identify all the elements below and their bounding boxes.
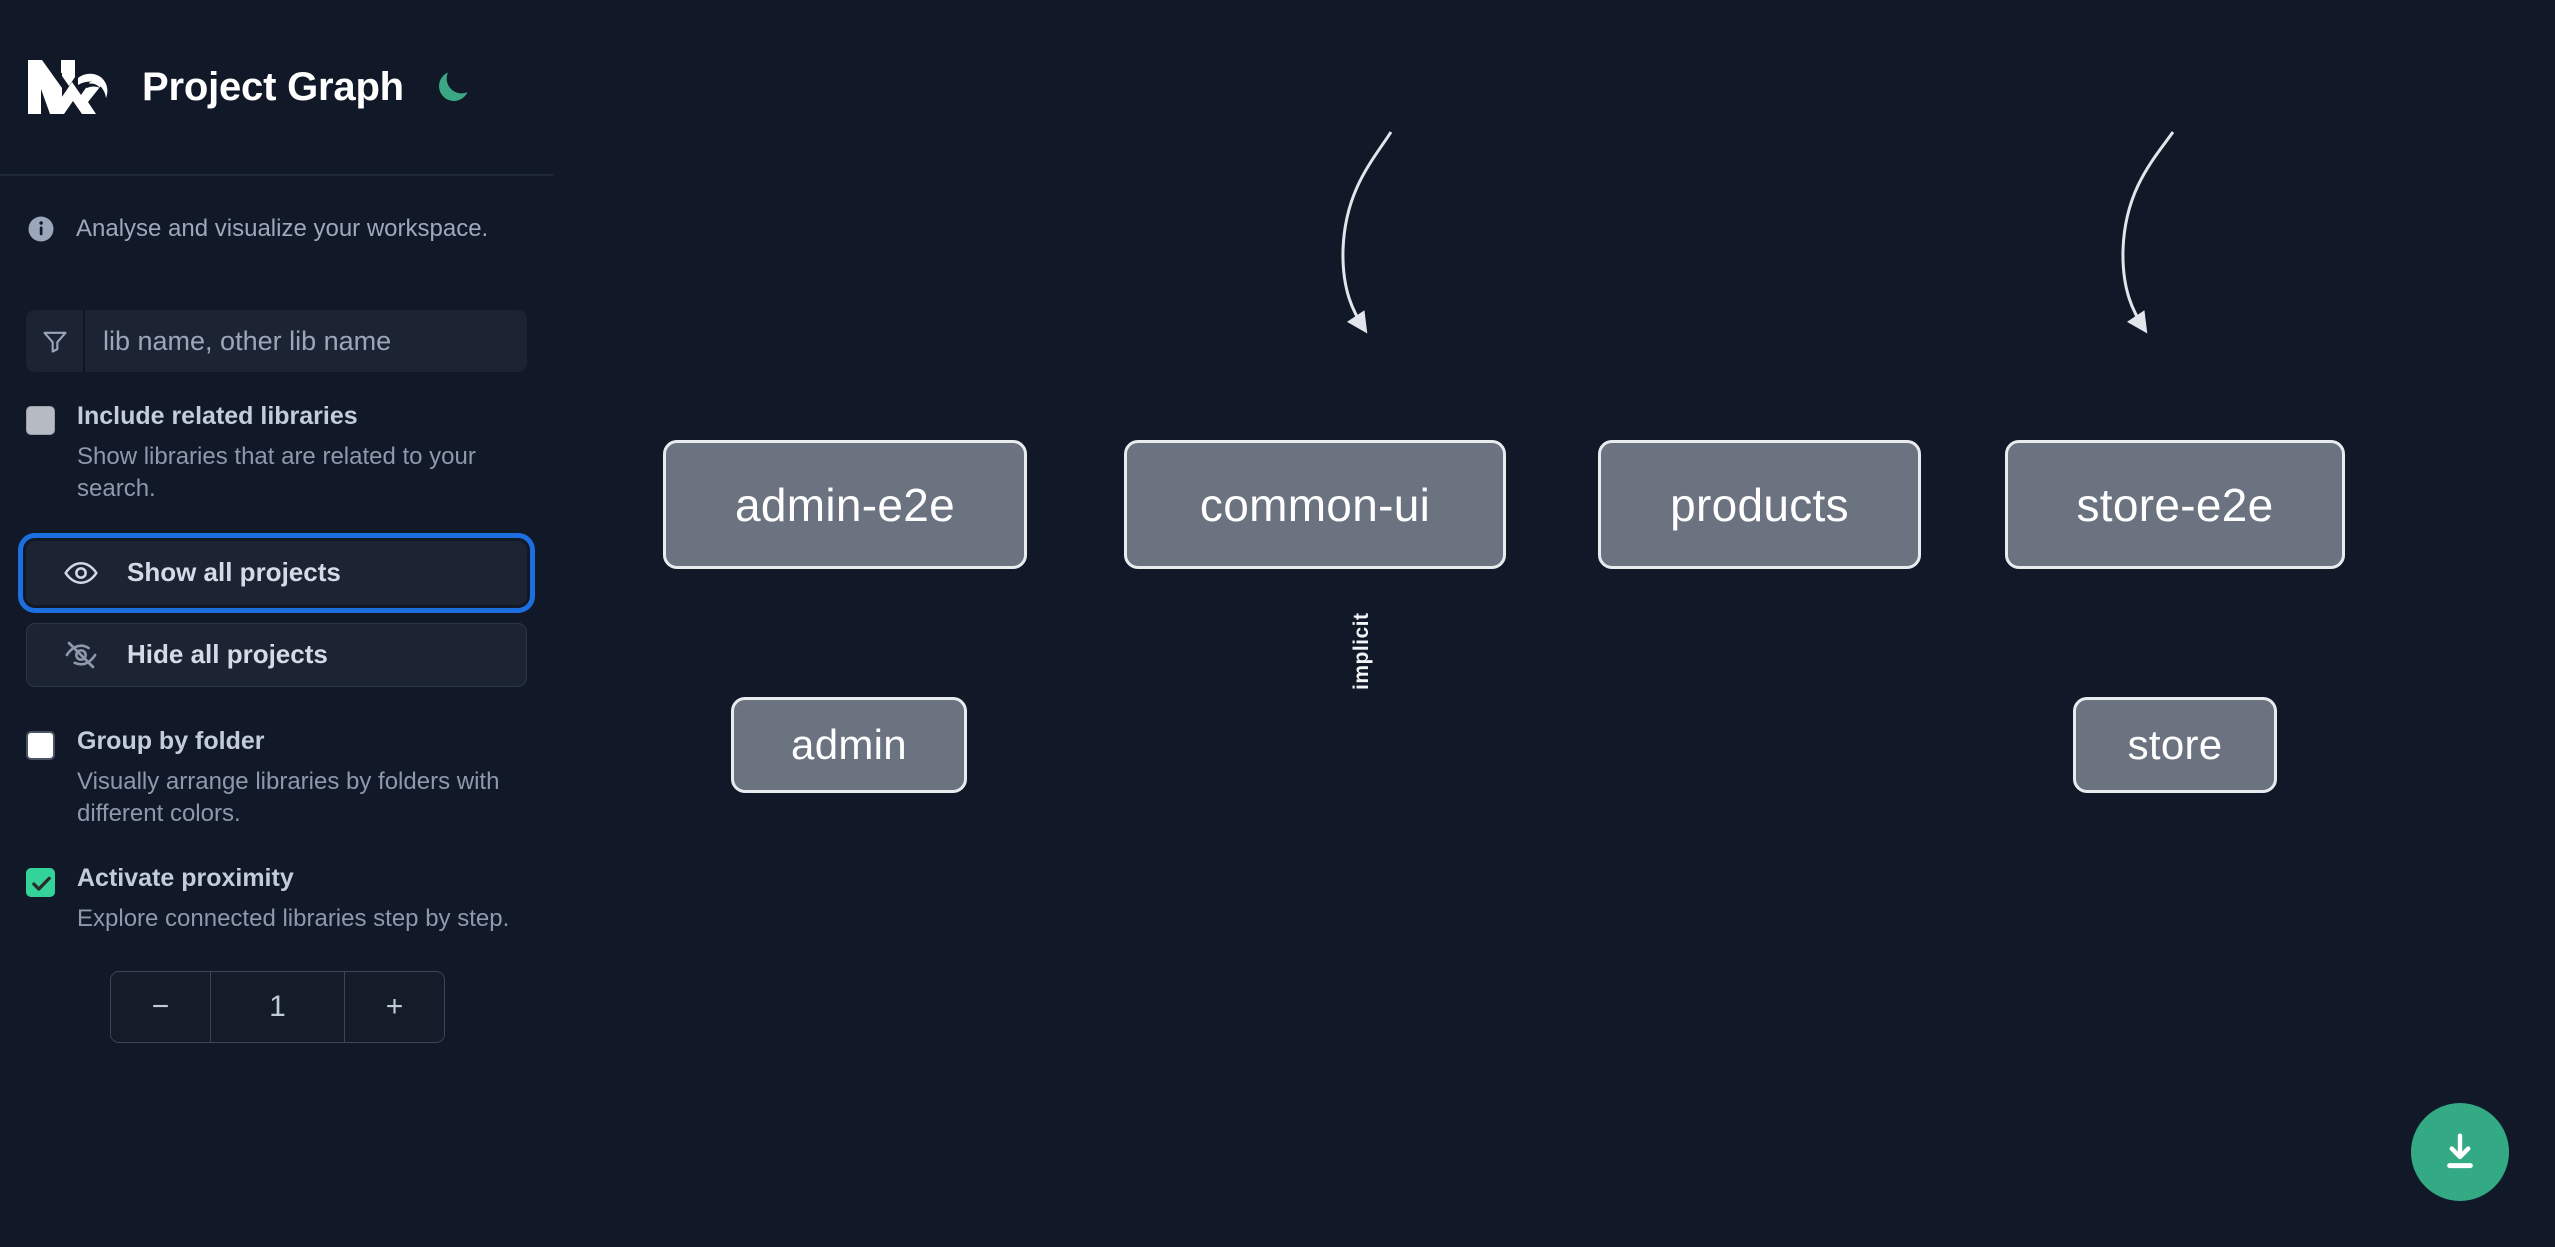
tagline-row: Analyse and visualize your workspace.	[0, 176, 553, 244]
proximity-stepper-wrap: − 1 +	[0, 935, 553, 1043]
graph-edges	[1341, 131, 2175, 334]
show-all-projects-button[interactable]: Show all projects	[18, 532, 535, 613]
sidebar-header: Project Graph	[0, 0, 553, 176]
checkbox-group-by-folder[interactable]	[26, 730, 55, 760]
graph-node-common-ui[interactable]: common-ui	[1124, 440, 1506, 569]
graph-node-admin-e2e[interactable]: admin-e2e	[663, 440, 1027, 569]
stepper-increment-button[interactable]: +	[344, 971, 444, 1042]
option-include-related-libraries[interactable]: Include related libraries Show libraries…	[0, 372, 553, 505]
search-input[interactable]	[85, 310, 527, 372]
checkbox-activate-proximity[interactable]	[26, 867, 55, 897]
graph-node-store[interactable]: store	[2073, 697, 2277, 793]
eye-icon	[63, 555, 99, 591]
funnel-icon	[26, 310, 85, 372]
download-icon	[2447, 1133, 2473, 1169]
filter-row	[0, 244, 553, 372]
edge-label-admin-implicit: implicit	[1350, 612, 1373, 690]
project-visibility-buttons: Show all projects Hide all projects	[0, 505, 553, 687]
graph-canvas[interactable]: implicit implicit admin-e2e common-ui pr…	[553, 0, 2555, 1247]
option-label: Include related libraries	[77, 402, 358, 430]
proximity-stepper: − 1 +	[110, 970, 445, 1043]
stepper-decrement-button[interactable]: −	[111, 971, 211, 1042]
button-gap	[26, 605, 527, 623]
download-graph-button[interactable]	[2411, 1103, 2509, 1201]
page-title: Project Graph	[142, 64, 404, 109]
checkbox-include-related-libraries[interactable]	[26, 406, 55, 435]
graph-node-store-e2e[interactable]: store-e2e	[2005, 440, 2345, 569]
info-icon	[26, 214, 56, 244]
filter-box[interactable]	[26, 310, 527, 372]
tagline-text: Analyse and visualize your workspace.	[76, 215, 489, 242]
sidebar: Project Graph Analyse and visualize your…	[0, 0, 553, 1247]
option-description: Show libraries that are related to your …	[77, 443, 476, 502]
option-label: Group by folder	[77, 726, 265, 755]
nx-logo-icon	[26, 56, 108, 118]
eye-off-icon	[63, 637, 99, 673]
option-description: Visually arrange libraries by folders wi…	[77, 767, 500, 827]
option-activate-proximity[interactable]: Activate proximity Explore connected lib…	[0, 830, 553, 935]
graph-node-admin[interactable]: admin	[731, 697, 967, 793]
hide-all-projects-label: Hide all projects	[127, 639, 328, 670]
moon-icon[interactable]	[432, 66, 474, 108]
hide-all-projects-button[interactable]: Hide all projects	[26, 622, 527, 687]
option-label: Activate proximity	[77, 863, 294, 892]
option-description: Explore connected libraries step by step…	[77, 904, 510, 932]
option-group-by-folder[interactable]: Group by folder Visually arrange librari…	[0, 687, 553, 830]
graph-node-products[interactable]: products	[1598, 440, 1921, 569]
stepper-value: 1	[211, 971, 344, 1042]
show-all-projects-label: Show all projects	[127, 557, 341, 588]
